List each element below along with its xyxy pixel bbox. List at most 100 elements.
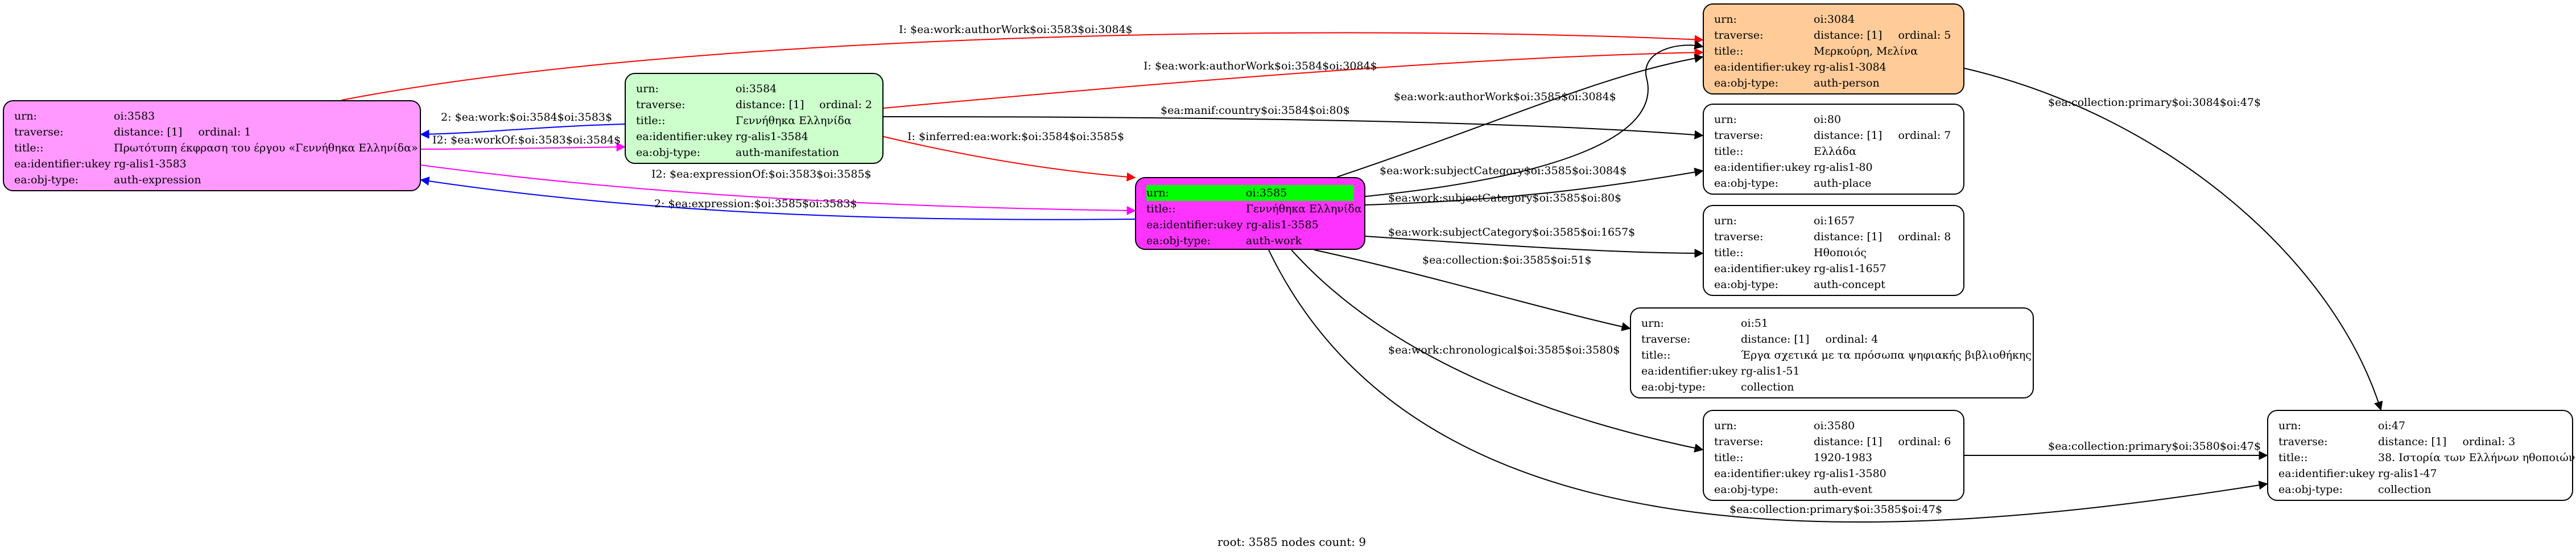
- edge-e11: [1365, 167, 1704, 205]
- title-key: title::: [1146, 203, 1176, 215]
- title-key: title::: [1714, 246, 1744, 259]
- node-oi3584[interactable]: urn: oi:3584 traverse: distance: [1] ordina…: [625, 73, 884, 164]
- urn-key: urn:: [2278, 420, 2301, 432]
- traverse-value: distance: [1]: [1741, 333, 1810, 346]
- edge-label-e9: 2: $ea:expression:$oi:3585$oi:3583$: [654, 198, 857, 210]
- traverse-key: traverse:: [636, 98, 686, 111]
- title-value: Γεννήθηκα Ελληνίδα: [1246, 203, 1362, 215]
- edge-label-e1: I: $ea:work:authorWork$oi:3583$oi:3084$: [899, 23, 1133, 36]
- ukey-value: rg-alis1-51: [1741, 365, 1800, 377]
- ukey-key: ea:identifier:ukey: [1714, 61, 1811, 73]
- type-value: auth-work: [1246, 235, 1302, 247]
- urn-key: urn:: [1714, 13, 1737, 26]
- node-oi3580[interactable]: urn:oi:3580 traverse:distance: [1]ordina…: [1703, 410, 1964, 501]
- ordinal-value: ordinal: 8: [1898, 231, 1951, 243]
- edge-label-e6: I2: $ea:workOf:$oi:3583$oi:3584$: [432, 134, 621, 146]
- urn-key: urn:: [1714, 215, 1737, 227]
- edge-label-e15: $ea:collection:primary$oi:3585$oi:47$: [1729, 503, 1942, 516]
- edge-e12: [1365, 236, 1704, 258]
- traverse-value: distance: [1]: [1814, 231, 1883, 243]
- ukey-key: ea:identifier:ukey: [1714, 161, 1811, 174]
- title-key: title::: [1641, 349, 1671, 361]
- title-key: title::: [1714, 45, 1744, 57]
- type-key: ea:obj-type:: [1714, 77, 1779, 89]
- graph-footer: root: 3585 nodes count: 9: [1217, 535, 1367, 549]
- traverse-value: distance: [1]: [736, 98, 804, 111]
- traverse-key: traverse:: [1641, 333, 1691, 346]
- edge-e5: [420, 124, 625, 139]
- urn-value: oi:3584: [736, 83, 777, 95]
- title-value: Πρωτότυπη έκφραση του έργου «Γεννήθηκα Ε…: [114, 142, 418, 154]
- title-key: title::: [1714, 451, 1744, 464]
- ukey-key: ea:identifier:ukey: [2278, 467, 2375, 480]
- urn-value: oi:1657: [1814, 215, 1855, 227]
- node-oi80[interactable]: urn: oi:80 traverse: distance: [1] ordinal:…: [1703, 104, 1964, 195]
- ukey-key: ea:identifier:ukey: [14, 158, 111, 170]
- type-key: ea:obj-type:: [2278, 483, 2343, 496]
- edge-e15: [1268, 249, 2268, 523]
- type-key: ea:obj-type:: [14, 174, 79, 186]
- edge-label-e14: $ea:work:chronological$oi:3585$oi:3580$: [1388, 344, 1620, 356]
- node-oi1657[interactable]: urn: oi:1657 traverse: distance: [1] ordina…: [1703, 205, 1964, 296]
- type-key: ea:obj-type:: [1641, 381, 1706, 393]
- title-value: Έργα σχετικά με τα πρόσωπα ψηφιακής βιβλ…: [1741, 349, 2032, 361]
- edge-label-e2: I: $ea:work:authorWork$oi:3584$oi:3084$: [1143, 60, 1377, 72]
- node-oi3585-root[interactable]: urn:oi:3585 title::Γεννήθηκα Ελληνίδα ea…: [1135, 177, 1365, 250]
- type-value: auth-expression: [114, 174, 201, 186]
- ukey-value: rg-alis1-47: [2378, 467, 2437, 480]
- title-value: 38. Ιστορία των Ελλήνων ηθοποιών: [2378, 451, 2575, 464]
- ukey-key: ea:identifier:ukey: [1714, 262, 1811, 275]
- title-value: Γεννήθηκα Ελληνίδα: [736, 114, 852, 127]
- ordinal-value: ordinal: 2: [819, 98, 872, 111]
- title-key: title::: [636, 114, 666, 127]
- urn-value: oi:3585: [1246, 187, 1287, 199]
- title-key: title::: [14, 142, 44, 154]
- node-oi3084[interactable]: urn:oi:3084 traverse:distance: [1]ordina…: [1703, 3, 1964, 94]
- node-oi3583[interactable]: urn: oi:3583 traverse: distance: [1] ordina…: [3, 100, 421, 191]
- type-key: ea:obj-type:: [1714, 483, 1779, 496]
- traverse-key: traverse:: [1714, 129, 1764, 142]
- type-value: auth-event: [1814, 483, 1872, 496]
- edge-label-e11: $ea:work:subjectCategory$oi:3585$oi:80$: [1388, 192, 1621, 204]
- edge-e4: [883, 116, 1704, 139]
- ukey-value: rg-alis1-80: [1814, 161, 1873, 174]
- edge-label-e16: $ea:collection:primary$oi:3084$oi:47$: [2048, 96, 2261, 109]
- edge-label-e10: $ea:work:subjectCategory$oi:3585$oi:3084…: [1380, 165, 1626, 177]
- traverse-value: distance: [1]: [1814, 435, 1883, 448]
- ordinal-value: ordinal: 1: [198, 126, 251, 138]
- traverse-value: distance: [1]: [1814, 129, 1883, 142]
- type-value: collection: [2378, 483, 2431, 496]
- ordinal-value: ordinal: 5: [1898, 29, 1951, 42]
- urn-key: urn:: [1714, 113, 1737, 126]
- edge-e3: [1336, 54, 1704, 178]
- node-oi51[interactable]: urn:oi:51 traverse:distance: [1]ordinal:…: [1630, 307, 2034, 398]
- traverse-key: traverse:: [1714, 231, 1764, 243]
- ukey-value: rg-alis1-3584: [736, 130, 808, 143]
- traverse-key: traverse:: [14, 126, 64, 138]
- urn-key: urn:: [1146, 187, 1169, 199]
- traverse-value: distance: [1]: [114, 126, 183, 138]
- node-oi47[interactable]: urn:oi:47 traverse:distance: [1]ordinal:…: [2267, 410, 2575, 501]
- edge-e16: [1964, 68, 2383, 411]
- edge-e6: [420, 142, 626, 152]
- type-key: ea:obj-type:: [1714, 278, 1779, 291]
- edge-e8: [420, 165, 1136, 215]
- title-key: title::: [1714, 145, 1744, 158]
- urn-key: urn:: [1714, 420, 1737, 432]
- type-value: auth-person: [1814, 77, 1880, 89]
- ordinal-value: ordinal: 7: [1898, 129, 1951, 142]
- type-value: collection: [1741, 381, 1794, 393]
- traverse-key: traverse:: [1714, 29, 1764, 42]
- urn-key: urn:: [14, 110, 37, 122]
- urn-key: urn:: [1641, 317, 1664, 330]
- urn-key: urn:: [636, 83, 659, 95]
- edge-label-e3: $ea:work:authorWork$oi:3585$oi:3084$: [1394, 91, 1616, 103]
- urn-value: oi:51: [1741, 317, 1769, 330]
- edge-e9: [420, 176, 1136, 220]
- type-value: auth-manifestation: [736, 146, 839, 159]
- urn-value: oi:80: [1814, 113, 1842, 126]
- edge-e7: [883, 136, 1136, 182]
- title-value: Μερκούρη, Μελίνα: [1814, 45, 1918, 57]
- urn-value: oi:3583: [114, 110, 155, 122]
